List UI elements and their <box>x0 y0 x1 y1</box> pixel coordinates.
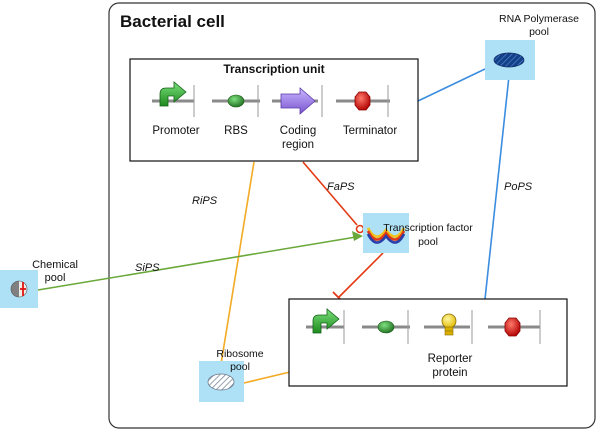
faps-label: FaPS <box>327 181 355 193</box>
rna-pol-label-line2: pool <box>529 26 549 38</box>
rna-pol-label-line1: RNA Polymerase <box>499 13 579 25</box>
coding-region-arrow-icon <box>280 87 316 115</box>
pops-label: PoPS <box>504 181 533 193</box>
transcription-unit-title: Transcription unit <box>223 62 324 76</box>
faps-line <box>302 161 358 226</box>
promoter-label: Promoter <box>152 125 199 137</box>
cell-title: Bacterial cell <box>120 12 225 31</box>
terminator-icon <box>354 91 371 111</box>
coding-label-line2: region <box>282 139 314 151</box>
chemical-label-line1: Chemical <box>32 259 78 271</box>
reporter-rbs-icon <box>377 320 395 334</box>
rbs-label: RBS <box>224 125 248 137</box>
repression-line <box>338 252 384 298</box>
ribosome-icon <box>207 373 235 391</box>
rips-line-upper <box>220 161 255 365</box>
sips-line <box>37 236 357 291</box>
reporter-promoter-icon <box>312 308 340 334</box>
rbs-icon <box>227 94 245 108</box>
ribosome-pool: Ribosome pool <box>199 348 264 402</box>
reporter-label-line1: Reporter <box>428 353 473 365</box>
bacterial-cell-boundary <box>108 2 596 429</box>
promoter-arrow-icon <box>159 81 187 107</box>
rna-polymerase-icon <box>493 52 525 68</box>
sips-arrowhead <box>352 231 363 241</box>
chemical-pool: Chemical pool <box>0 259 78 308</box>
rips-label: RiPS <box>192 195 218 207</box>
transcription-unit: Transcription unit Promoter RBS Coding r… <box>129 58 419 162</box>
pops-line-lower <box>484 75 510 300</box>
coding-label-line1: Coding <box>280 125 316 137</box>
chemical-icon <box>10 280 28 298</box>
pops-line-upper <box>417 68 486 102</box>
terminator-label: Terminator <box>343 125 397 137</box>
transcription-factor-icon <box>366 227 406 244</box>
ribosome-label-line1: Ribosome <box>216 348 263 360</box>
reporter-lightbulb-icon <box>441 313 457 336</box>
faps-circle-head <box>355 224 365 234</box>
chemical-label-line2: pool <box>45 272 66 284</box>
rna-polymerase-pool: RNA Polymerase pool <box>485 13 579 80</box>
sips-label: SiPS <box>135 262 160 274</box>
reporter-terminator-icon <box>504 317 521 337</box>
transcription-factor-pool: Transcription factor pool <box>363 213 473 253</box>
reporter-unit: Reporter protein <box>288 298 568 387</box>
reporter-label-line2: protein <box>432 367 467 379</box>
tf-pool-label-line2: pool <box>418 236 438 248</box>
rips-line-lower <box>243 371 291 384</box>
ribosome-label-line2: pool <box>230 361 250 373</box>
tf-pool-label-line1: Transcription factor <box>383 222 473 234</box>
